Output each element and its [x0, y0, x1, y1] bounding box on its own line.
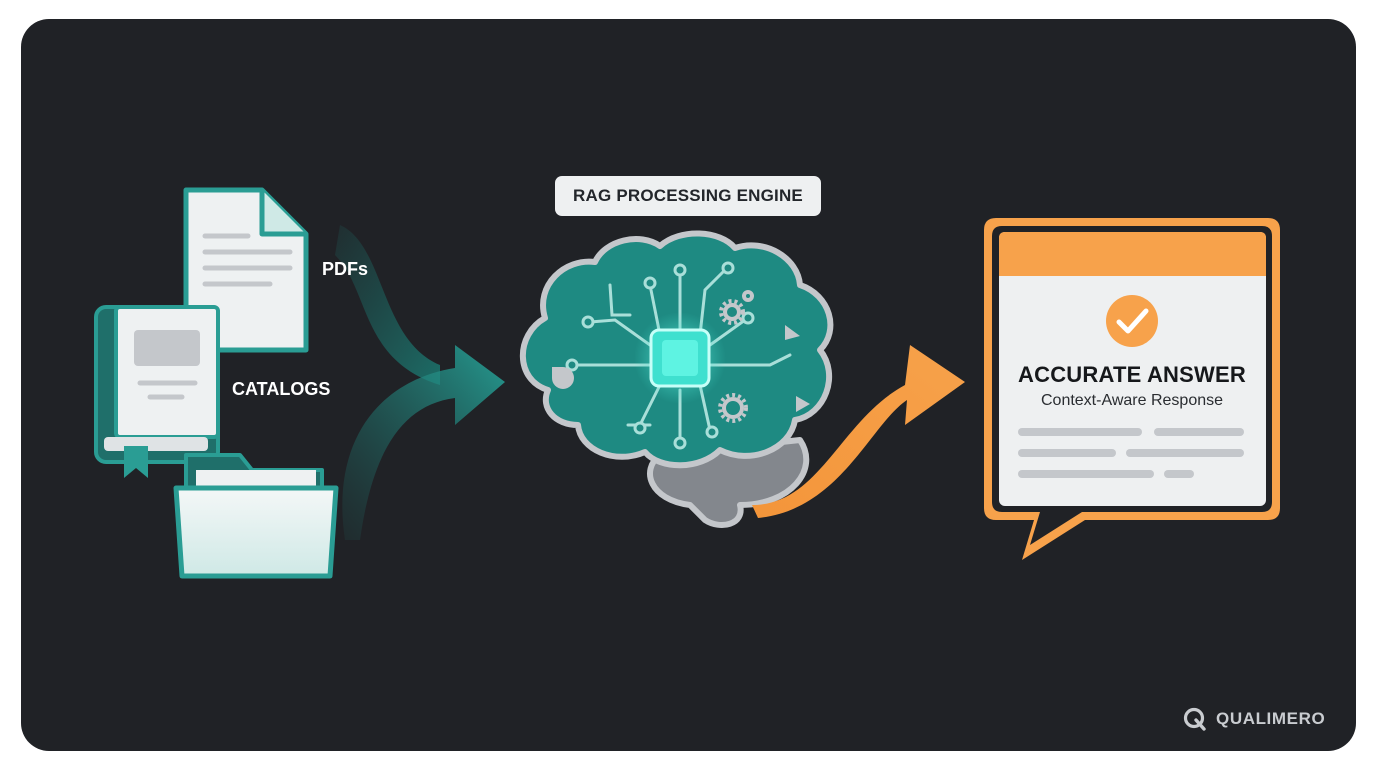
answer-text-lines [1018, 428, 1244, 478]
pdfs-label: PDFs [322, 259, 369, 279]
answer-bubble [984, 218, 1280, 560]
brain-circuit-icon [519, 230, 834, 528]
lower-flow-arrow [342, 345, 505, 540]
engine-label: RAG PROCESSING ENGINE [555, 176, 821, 216]
folder-icon [173, 453, 339, 579]
catalog-book-icon [94, 305, 220, 478]
qualimero-logo-icon [1183, 707, 1206, 731]
upper-flow-arrow [335, 225, 440, 385]
brand-name: QUALIMERO [1216, 709, 1326, 728]
catalogs-label: CATALOGS [232, 379, 331, 399]
answer-subtitle: Context-Aware Response [1040, 392, 1224, 409]
answer-title: ACCURATE ANSWER [1018, 362, 1246, 387]
brand: QUALIMERO [1182, 706, 1325, 732]
output-flow-arrow [752, 345, 965, 518]
checkmark-icon [1106, 295, 1158, 347]
